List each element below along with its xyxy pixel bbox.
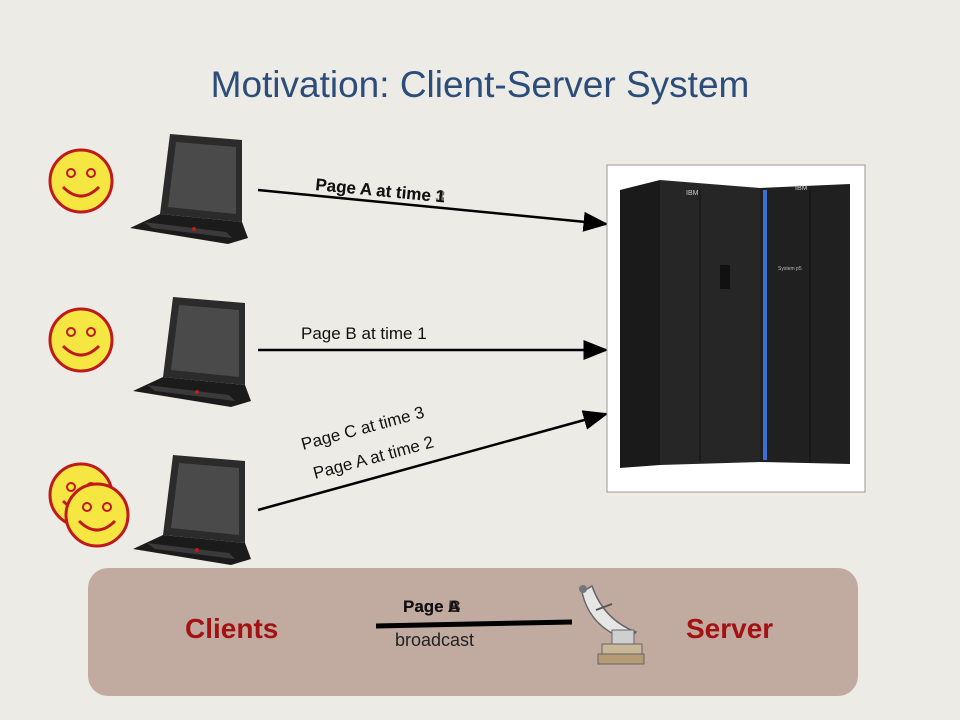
broadcast-panel: [88, 568, 858, 696]
client-1-laptop-icon: [130, 134, 248, 244]
broadcast-page-c: Page C: [403, 597, 461, 616]
clients-label: Clients: [185, 613, 279, 644]
request-label-2: Page B at time 1: [301, 324, 427, 343]
request-arrow-1: [257, 188, 609, 232]
server-rack-image: IBM IBM System p5: [606, 164, 866, 493]
broadcast-page-a: Page A: [403, 597, 461, 616]
client-3-laptop-icon: [133, 455, 251, 565]
server-label: Server: [686, 613, 774, 644]
user-4-smiley-icon: [64, 482, 130, 548]
user-1-smiley-icon: [48, 148, 114, 214]
server-brand-left: IBM: [686, 190, 699, 197]
user-2-smiley-icon: [48, 307, 114, 373]
server-model-label: System p5: [778, 266, 802, 272]
broadcast-label: broadcast: [395, 630, 475, 650]
slide-title: Motivation: Client-Server System: [210, 64, 750, 105]
client-2-laptop-icon: [133, 297, 251, 407]
broadcast-page-b: Page B: [403, 597, 461, 616]
server-brand-right: IBM: [795, 185, 808, 192]
request-arrow-3: [257, 410, 609, 512]
